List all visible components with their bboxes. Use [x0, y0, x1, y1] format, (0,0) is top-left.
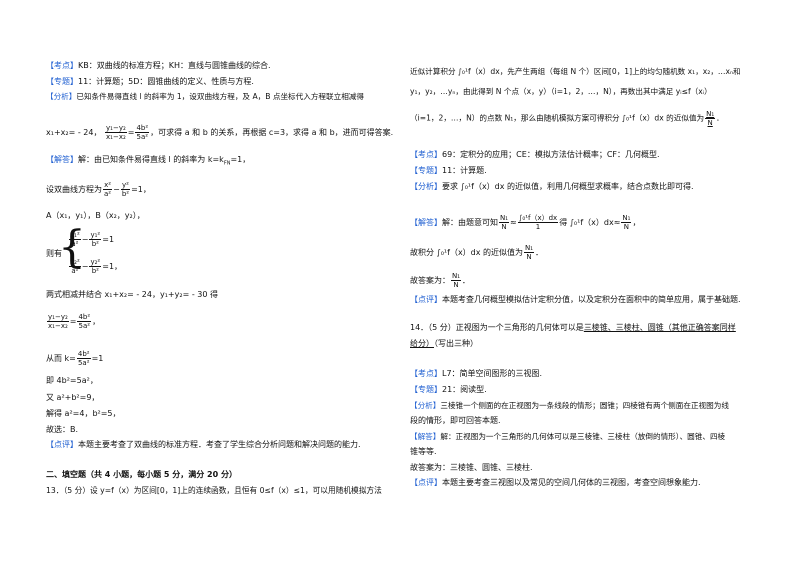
dianping-line: 【点评】本题主要考查了双曲线的标准方程．考查了学生综合分析问题和解决问题的能力. [46, 440, 361, 449]
jieda-line-cont: 锥等等. [410, 447, 437, 456]
points-line: A（x₁，y₁），B（x₂，y₂）， [46, 211, 145, 220]
system-brace: { [58, 222, 86, 273]
q13-cont-2: y₁，y₂，…yₙ，由此得到 N 个点（x，y）（i=1，2，…，N），再数出其… [410, 87, 712, 96]
fenxi-tag: 【分析】 [46, 92, 77, 101]
jieda-tag: 【解答】 [410, 218, 442, 227]
right-column: 近似计算积分 ∫₀¹f（x）dx，先产生两组（每组 N 个）区间[0，1]上的均… [410, 0, 780, 565]
question-13: 13．（5 分）设 y=f（x）为区间[0，1]上的连续函数，且恒有 0≤f（x… [46, 486, 382, 495]
result-line-3: 解得 a²=4，b²=5， [46, 409, 121, 418]
q14-answer-cont: 给分） [410, 339, 434, 348]
kaodian-line: 【考点】69：定积分的应用；CE：模拟方法估计概率；CF：几何概型. [410, 150, 660, 159]
system-label: 则有 [46, 249, 62, 258]
q14-answer: 三棱锥、三棱柱、圆锥（其他正确答案同样 [583, 323, 736, 332]
zhuanti-tag: 【专题】 [410, 166, 442, 175]
section-heading: 二、填空题（共 4 小题，每小题 5 分，满分 20 分） [46, 470, 237, 479]
kaodian-tag: 【考点】 [410, 150, 442, 159]
question-14-cont: 给分）（写出三种） [410, 339, 478, 348]
answer-line: 故答案为：三棱锥、圆锥、三棱柱. [410, 463, 533, 472]
zhuanti-line: 【专题】11：计算题；5D：圆锥曲线的定义、性质与方程. [46, 77, 254, 86]
subtract-line: 两式相减并结合 x₁+x₂= - 24，y₁+y₂= - 30 得 [46, 290, 218, 299]
jieda-tag: 【解答】 [410, 432, 441, 441]
result-line-1: 即 4b²=5a²， [46, 376, 98, 385]
q13-cont-3: （i=1，2，…，N）的点数 N₁，那么由随机模拟方案可得积分 ∫₀¹f（x）d… [410, 110, 724, 127]
zhuanti-line: 【专题】11：计算题. [410, 166, 487, 175]
left-column: 【考点】KB：双曲线的标准方程；KH：直线与圆锥曲线的综合. 【专题】11：计算… [46, 0, 416, 565]
result-line-2: 又 a²+b²=9， [46, 393, 100, 402]
zhuanti-line: 【专题】21：阅读型. [410, 385, 487, 394]
dianping-tag: 【点评】 [46, 440, 78, 449]
fenxi-tag: 【分析】 [410, 401, 441, 410]
dianping-line: 【点评】本题考查几何概型模拟估计定积分值，以及定积分在面积中的简单应用，属于基础… [410, 295, 741, 304]
fenxi-line: 【分析】三棱锥一个侧面的在正视图为一条线段的情形；圆锥；四棱锥有两个侧面在正视图… [410, 401, 729, 410]
question-14: 14．（5 分）正视图为一个三角形的几何体可以是三棱锥、三棱柱、圆锥（其他正确答… [410, 323, 736, 332]
dianping-tag: 【点评】 [410, 295, 442, 304]
fenxi-line: 【分析】要求 ∫₀¹f（x）dx 的近似值，利用几何概型求概率，结合点数比即可得… [410, 182, 694, 191]
zhuanti-tag: 【专题】 [46, 77, 78, 86]
kaodian-line: 【考点】KB：双曲线的标准方程；KH：直线与圆锥曲线的综合. [46, 61, 271, 70]
fenxi-line-cont: 段的情形，即可回答本题. [410, 416, 501, 425]
q13-cont-1: 近似计算积分 ∫₀¹f（x）dx，先产生两组（每组 N 个）区间[0，1]上的均… [410, 67, 741, 76]
kaodian-tag: 【考点】 [46, 61, 78, 70]
zhuanti-tag: 【专题】 [410, 385, 442, 394]
kaodian-tag: 【考点】 [410, 369, 442, 378]
kaodian-line: 【考点】L7：简单空间图形的三视图. [410, 369, 543, 378]
jieda-line: 【解答】解：正视图为一个三角形的几何体可以是三棱锥、三棱柱（放倒的情形）、圆锥、… [410, 432, 726, 441]
fenxi-line: 【分析】已知条件易得直线 l 的斜率为 1，设双曲线方程，及 A，B 点坐标代入… [46, 92, 364, 101]
jieda-line: 【解答】解：由已知条件易得直线 l 的斜率为 k=kFN=1， [46, 155, 251, 167]
answer-line: 故选：B. [46, 425, 79, 434]
jieda-tag: 【解答】 [46, 155, 78, 164]
dianping-tag: 【点评】 [410, 478, 442, 487]
dianping-line: 【点评】本题主要考查三视图以及常见的空间几何体的三视图，考查空间想象能力. [410, 478, 701, 487]
fenxi-tag: 【分析】 [410, 182, 442, 191]
